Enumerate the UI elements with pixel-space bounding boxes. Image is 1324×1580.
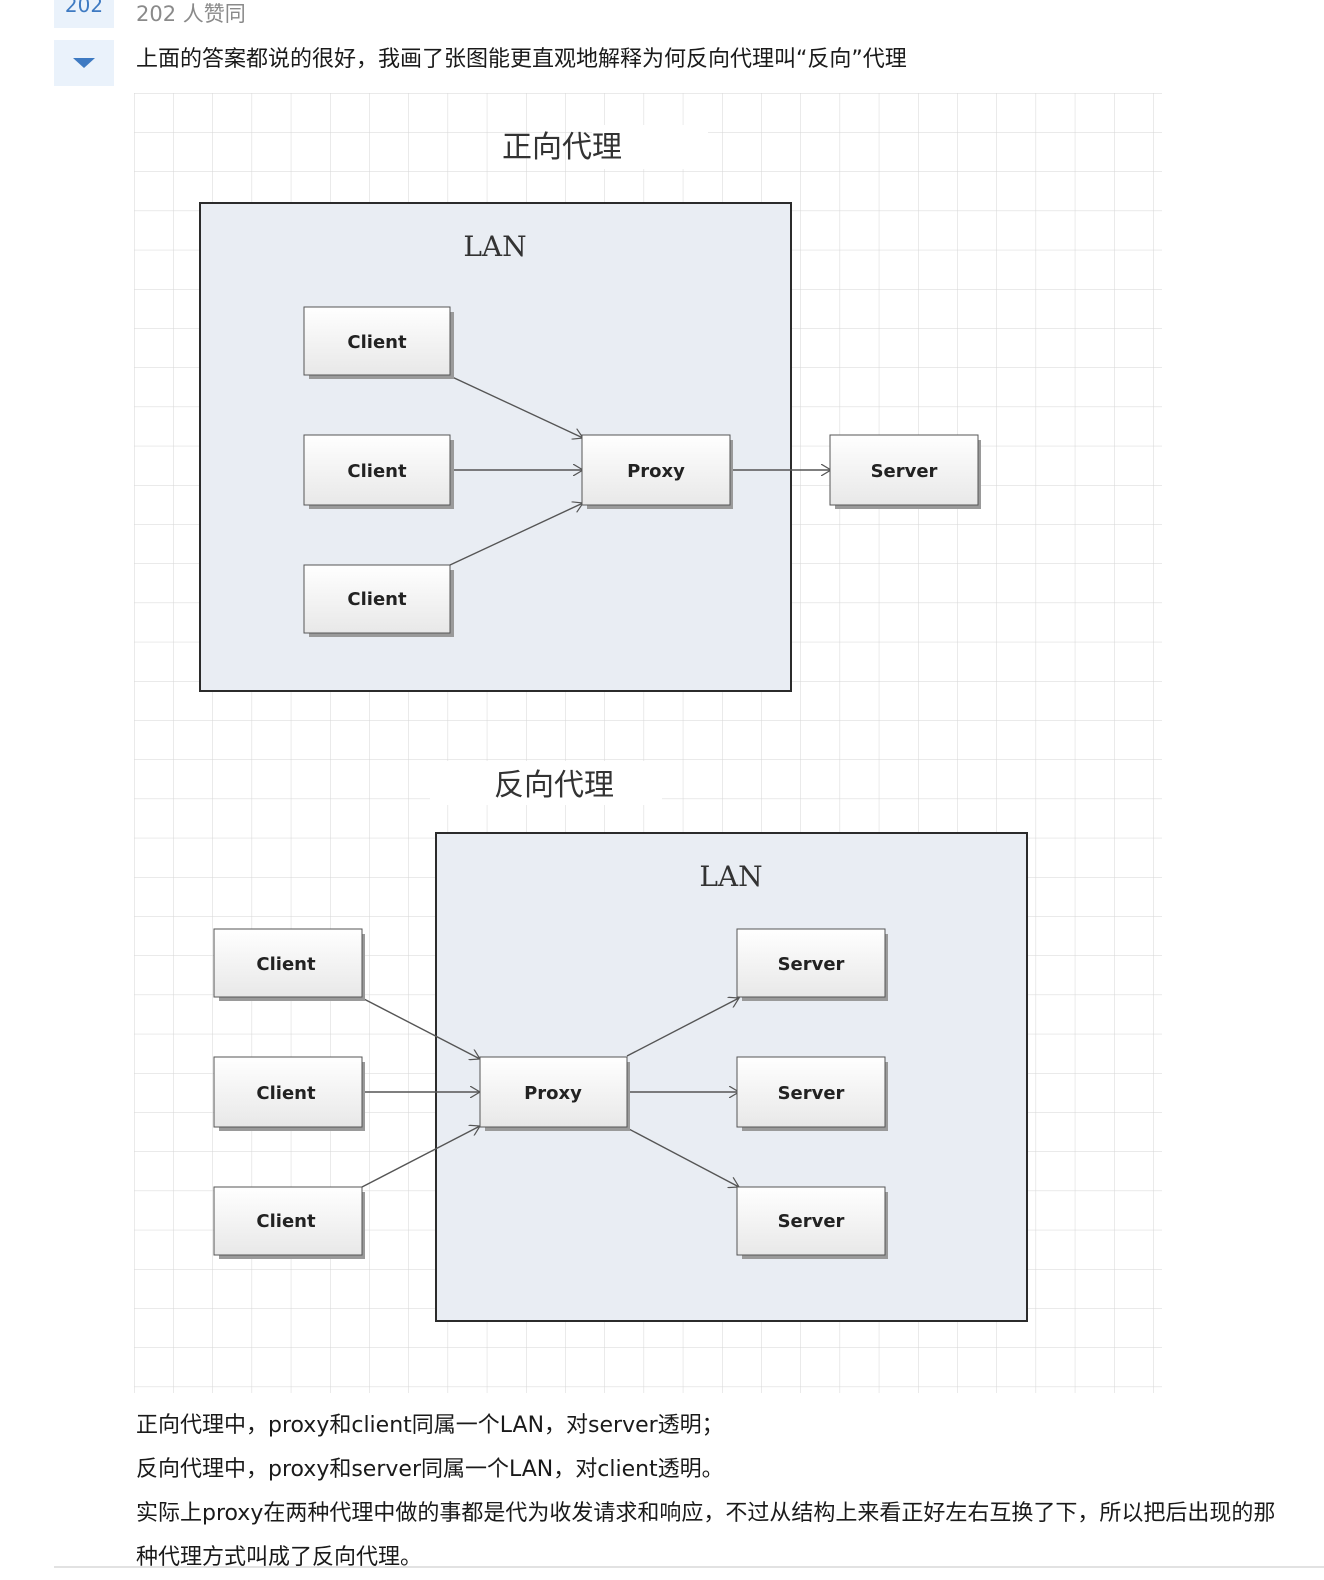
answer-intro: 上面的答案都说的很好，我画了张图能更直观地解释为何反向代理叫“反向”代理 <box>136 47 907 72</box>
client-node: Client <box>303 306 454 379</box>
answer-paragraph: 反向代理中，proxy和server同属一个LAN，对client透明。 <box>136 1457 724 1482</box>
client-node: Client <box>213 1056 365 1131</box>
upvote-button[interactable]: 202 <box>54 0 114 28</box>
connector <box>626 998 739 1057</box>
proxy-label: Proxy <box>524 1083 582 1104</box>
reverse-proxy-diagram: 反向代理 LAN Client Client Client Proxy <box>213 761 1028 1322</box>
connector <box>449 375 583 438</box>
lan-label: LAN <box>463 230 526 263</box>
client-label: Client <box>256 1083 316 1104</box>
connector <box>361 997 480 1059</box>
client-node: Client <box>303 564 454 637</box>
client-label: Client <box>347 332 407 353</box>
proxy-node: Proxy <box>581 434 733 509</box>
server-node: Server <box>829 434 981 509</box>
server-node: Server <box>736 928 888 1001</box>
client-node: Client <box>213 1186 365 1259</box>
client-label: Client <box>347 589 407 610</box>
server-node: Server <box>736 1056 888 1131</box>
forward-proxy-title: 正向代理 <box>502 130 622 165</box>
client-node: Client <box>303 434 454 509</box>
server-label: Server <box>871 461 938 482</box>
connector <box>361 1126 480 1188</box>
server-label: Server <box>778 954 845 975</box>
proxy-diagram: 正向代理 LAN Client Client Client Proxy <box>134 93 1162 1393</box>
vote-count-text: 202 人赞同 <box>136 2 246 26</box>
server-label: Server <box>778 1083 845 1104</box>
answer-paragraph: 正向代理中，proxy和client同属一个LAN，对server透明； <box>136 1413 724 1438</box>
client-label: Client <box>256 954 316 975</box>
reverse-proxy-title: 反向代理 <box>494 768 614 803</box>
client-node: Client <box>213 928 365 1001</box>
triangle-down-icon <box>73 58 95 68</box>
divider <box>54 1566 1324 1568</box>
lan-label: LAN <box>699 860 762 893</box>
connector <box>449 503 583 566</box>
proxy-label: Proxy <box>627 461 685 482</box>
client-label: Client <box>256 1211 316 1232</box>
proxy-node: Proxy <box>479 1056 630 1131</box>
server-label: Server <box>778 1211 845 1232</box>
downvote-button[interactable] <box>54 40 114 86</box>
server-node: Server <box>736 1186 888 1259</box>
answer-body: 正向代理中，proxy和client同属一个LAN，对server透明； 反向代… <box>136 1404 1286 1580</box>
client-label: Client <box>347 461 407 482</box>
vote-count: 202 <box>64 0 104 17</box>
forward-proxy-diagram: 正向代理 LAN Client Client Client Proxy <box>199 125 981 692</box>
connector <box>626 1127 739 1187</box>
answer-paragraph: 实际上proxy在两种代理中做的事都是代为收发请求和响应，不过从结构上来看正好左… <box>136 1501 1276 1570</box>
